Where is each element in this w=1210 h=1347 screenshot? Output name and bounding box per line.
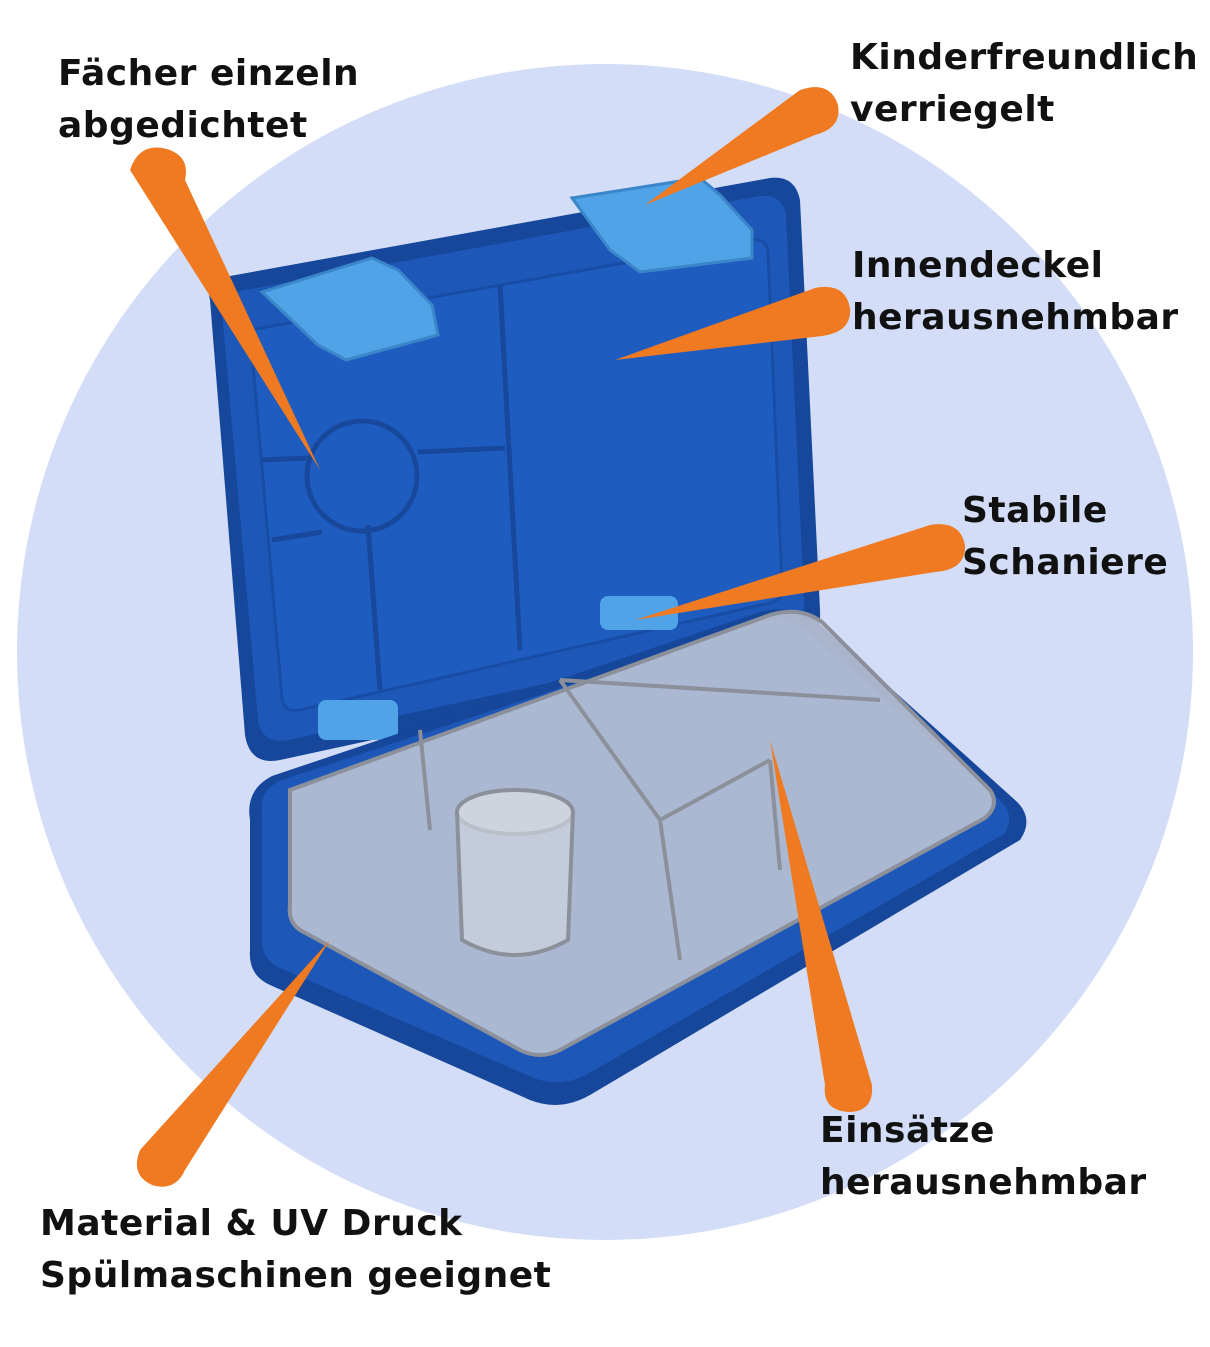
callout-hinges-line1: Stabile [962,490,1108,531]
callout-compartments-sealed-line2: abgedichtet [58,105,308,146]
callout-dishwasher: Material & UV Druck Spülmaschinen geeign… [40,1198,551,1302]
callout-hinges: Stabile Schaniere [962,485,1168,589]
callout-inner-lid-line2: herausnehmbar [852,297,1179,338]
callout-dishwasher-line1: Material & UV Druck [40,1203,463,1244]
callout-child-lock-line2: verriegelt [850,89,1055,130]
pointer-arrow-hinges [635,524,966,620]
callout-child-lock: Kinderfreundlich verriegelt [850,32,1198,136]
callout-inner-lid-line1: Innendeckel [852,245,1104,286]
hinge-left [318,700,398,740]
callout-child-lock-line1: Kinderfreundlich [850,37,1199,78]
lid-clip-left [259,256,440,362]
callout-inner-lid: Innendeckel herausnehmbar [852,240,1179,344]
pointer-arrow-dishwasher [136,940,330,1187]
hinge-right [600,596,678,630]
callout-inserts-line1: Einsätze [820,1110,995,1151]
callout-compartments-sealed-line1: Fächer einzeln [58,53,360,94]
callout-compartments-sealed: Fächer einzeln abgedichtet [58,48,359,152]
pointer-arrow-inner-lid [615,286,851,360]
pointer-arrow-inserts [770,740,873,1112]
lid-compartment-ridges [259,284,523,691]
clear-insert-tray [287,609,996,1057]
callout-inserts-line2: herausnehmbar [820,1162,1147,1203]
pointer-arrow-lock [645,87,839,205]
dip-cup [455,811,575,957]
pointer-arrow-compartments [130,147,320,470]
callout-dishwasher-line2: Spülmaschinen geeignet [40,1255,552,1296]
callout-hinges-line2: Schaniere [962,542,1169,583]
callout-inserts: Einsätze herausnehmbar [820,1105,1147,1209]
